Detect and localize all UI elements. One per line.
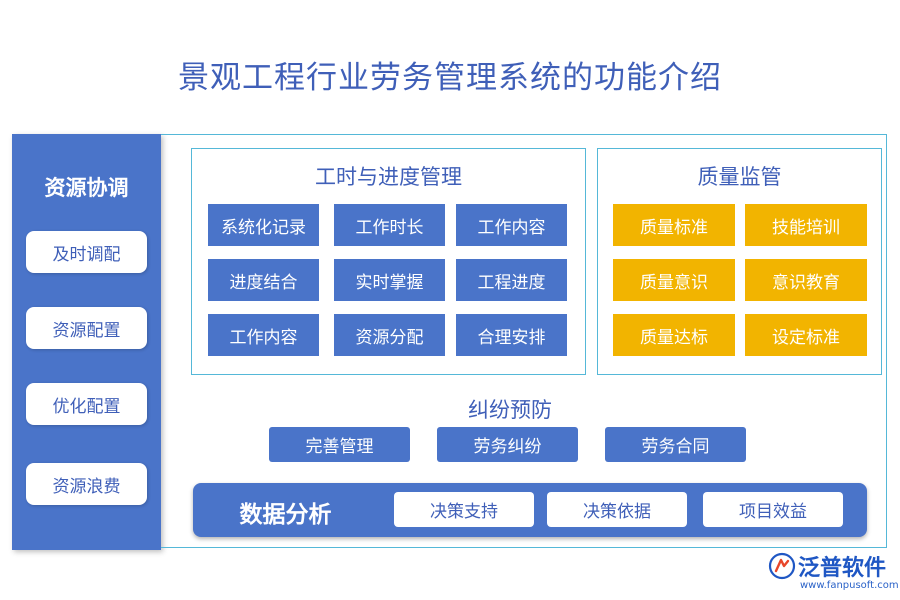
- resource-item: 及时调配: [26, 231, 147, 273]
- hours-progress-item: 工作内容: [456, 204, 567, 246]
- logo-name: 泛普软件: [798, 556, 887, 581]
- hours-progress-item: 系统化记录: [208, 204, 319, 246]
- hours-progress-item: 工作内容: [208, 314, 319, 356]
- dispute-item: 劳务合同: [605, 427, 746, 462]
- resource-coordination-title: 资源协调: [44, 175, 129, 200]
- hours-progress-item: 合理安排: [456, 314, 567, 356]
- resource-coordination-panel: 资源协调 及时调配 资源配置 优化配置 资源浪费: [12, 134, 161, 550]
- main-frame: [161, 134, 887, 548]
- page-title: 景观工程行业劳务管理系统的功能介绍: [178, 60, 722, 96]
- quality-item: 质量达标: [613, 314, 735, 356]
- quality-title: 质量监管: [697, 165, 782, 189]
- fanpu-logo-icon: [768, 552, 796, 580]
- quality-item: 设定标准: [745, 314, 867, 356]
- dispute-title: 纠纷预防: [468, 398, 552, 422]
- data-analysis-bar: 数据分析 决策支持 决策依据 项目效益: [193, 483, 867, 537]
- resource-item: 资源配置: [26, 307, 147, 349]
- dispute-item: 完善管理: [269, 427, 410, 462]
- resource-item: 资源浪费: [26, 463, 147, 505]
- hours-progress-item: 工作时长: [334, 204, 445, 246]
- analysis-item: 决策支持: [394, 492, 534, 527]
- data-analysis-title: 数据分析: [239, 501, 332, 528]
- hours-progress-item: 工程进度: [456, 259, 567, 301]
- hours-progress-item: 实时掌握: [334, 259, 445, 301]
- analysis-item: 决策依据: [547, 492, 687, 527]
- hours-progress-item: 资源分配: [334, 314, 445, 356]
- resource-item: 优化配置: [26, 383, 147, 425]
- hours-progress-item: 进度结合: [208, 259, 319, 301]
- dispute-item: 劳务纠纷: [437, 427, 578, 462]
- quality-item: 意识教育: [745, 259, 867, 301]
- hours-progress-title: 工时与进度管理: [315, 165, 462, 189]
- logo-url: www.fanpusoft.com: [800, 580, 899, 591]
- quality-item: 质量标准: [613, 204, 735, 246]
- analysis-item: 项目效益: [703, 492, 843, 527]
- fanpu-logo: 泛普软件 www.fanpusoft.com: [768, 550, 899, 598]
- quality-item: 技能培训: [745, 204, 867, 246]
- quality-item: 质量意识: [613, 259, 735, 301]
